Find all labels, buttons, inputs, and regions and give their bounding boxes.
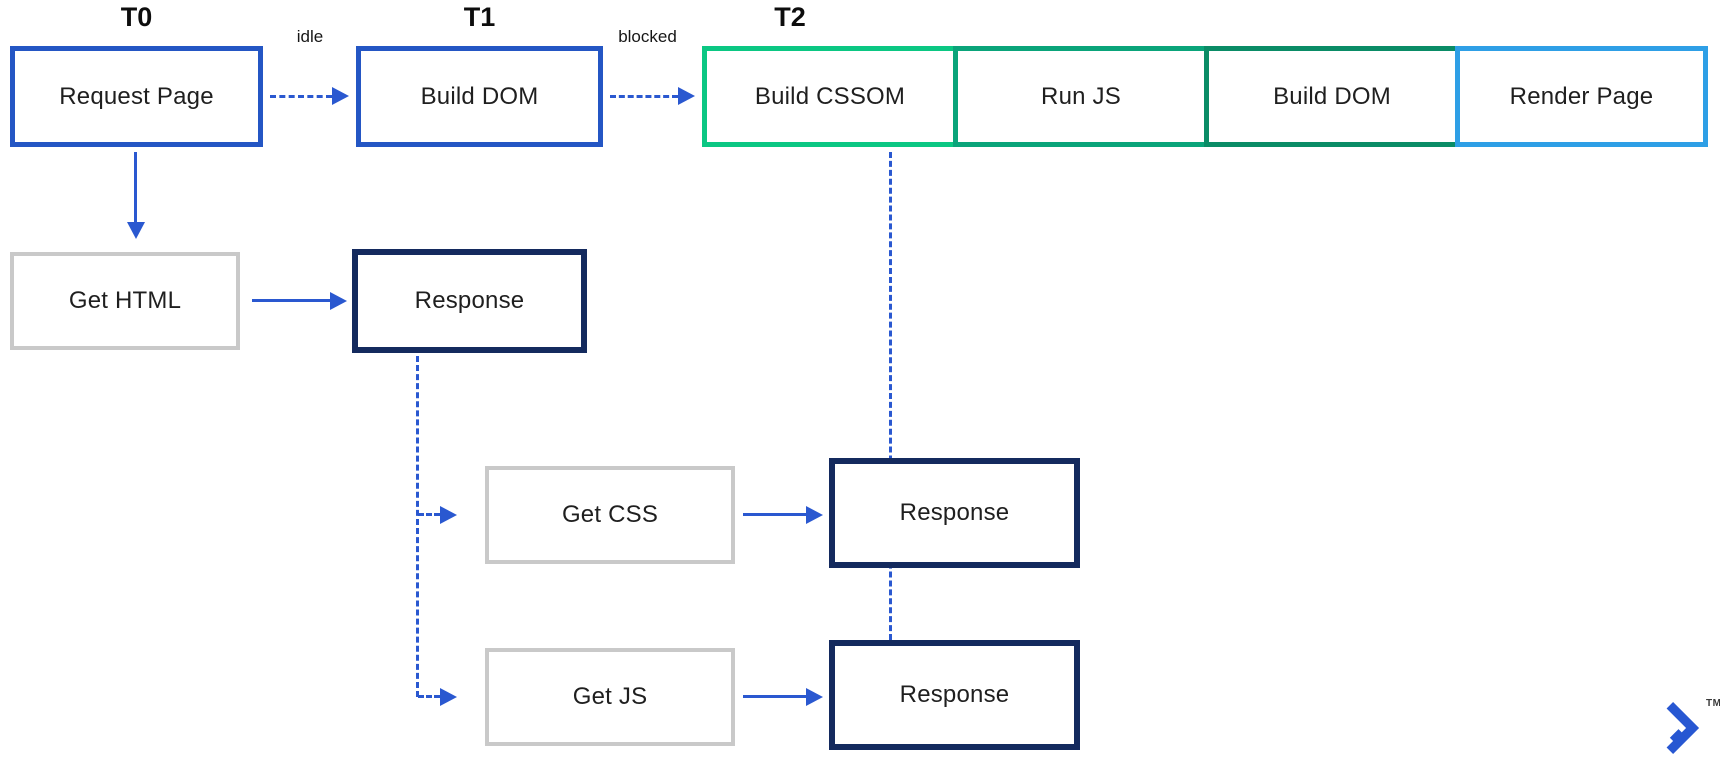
dashed-drop-line-cssom [889,152,892,640]
timeline-label-t0: T0 [120,2,153,32]
timeline-label-t2: T2 [774,2,806,32]
arrowhead-right-icon [440,688,457,706]
arrowhead-right-icon [678,87,695,105]
dashed-connector-idle [270,95,332,98]
arrowhead-right-icon [806,506,823,524]
brand-logo: TM [1666,698,1720,758]
arrowhead-right-icon [806,688,823,706]
arrowhead-down-icon [127,222,145,239]
dashed-branch-to-getjs [418,695,440,698]
dashed-drop-line-response [416,356,419,697]
connector-gethtml-to-response [252,299,330,302]
node-render-page: Render Page [1455,46,1708,147]
node-request-page: Request Page [10,46,263,147]
node-get-html: Get HTML [10,252,240,350]
dashed-connector-blocked [610,95,678,98]
timeline-label-t1: T1 [463,2,496,32]
connector-getcss-to-response [743,513,806,516]
arrowhead-right-icon [332,87,349,105]
node-build-cssom: Build CSSOM [702,46,958,147]
node-get-css: Get CSS [485,466,735,564]
node-response-html: Response [352,249,587,353]
node-get-js: Get JS [485,648,735,746]
dashed-branch-to-getcss [418,513,440,516]
node-run-js: Run JS [953,46,1209,147]
connector-request-to-gethtml [134,152,137,222]
logo-mark-icon [1666,702,1700,754]
node-build-dom-first: Build DOM [356,46,603,147]
connector-getjs-to-response [743,695,806,698]
edge-label-idle: idle [296,27,324,46]
node-build-dom-second: Build DOM [1204,46,1460,147]
trademark-label: TM [1706,698,1720,709]
node-response-css: Response [829,458,1080,568]
edge-label-blocked: blocked [618,27,677,46]
node-response-js: Response [829,640,1080,750]
arrowhead-right-icon [330,292,347,310]
arrowhead-right-icon [440,506,457,524]
